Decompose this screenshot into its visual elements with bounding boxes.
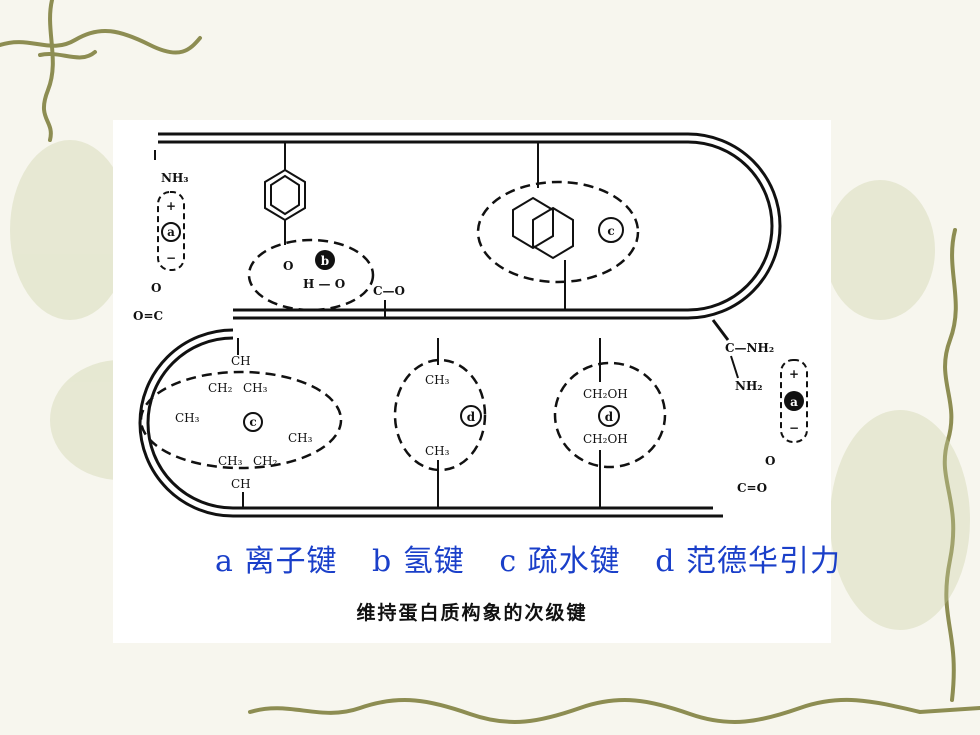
label-a-right: a [790,395,798,409]
atom-ch3-c: CH₃ [288,431,313,445]
atom-ch2oh-bottom: CH₂OH [583,432,628,446]
legend-d: d 范德华引力 [655,544,841,579]
atom-o-right: O [765,454,775,468]
label-d-right: d [605,410,614,424]
vdw-region-right [553,361,667,469]
stacked-benzene-icon [512,196,574,260]
atom-o: O [283,259,293,273]
atom-ch2-b: CH₂ [253,454,278,468]
figure-panel: b O H — O C—O c NH₃ + a − O=C O CH CH₂ C… [113,120,840,643]
charge-minus-right: − [789,421,799,435]
atom-o-left: O [151,281,161,295]
atom-c-nh2: C—NH₂ [725,341,774,355]
ionic-bond-region-right [780,359,808,443]
label-d-middle: d [467,410,476,424]
chain-upper-outer [158,132,782,320]
chain-lower-outer [138,328,723,518]
vdw-region-middle [393,358,487,472]
label-b-circle [315,250,335,270]
charge-minus-left: − [166,251,176,265]
hydrophobic-region-lower [139,370,343,470]
figure-caption: 维持蛋白质构象的次级键 [356,602,588,624]
chain-upper-inner [158,140,774,312]
atom-ch3-a: CH₃ [243,381,268,395]
legend-b: b 氢键 [372,544,465,579]
hydrophobic-region-upper [476,180,640,284]
label-c-upper: c [607,224,614,238]
atom-c-o: C—O [373,284,405,298]
atom-ch3-b: CH₃ [175,411,200,425]
atom-ch3-mid-top: CH₃ [425,373,450,387]
label-a-left: a [167,225,175,239]
atom-ch3-d: CH₃ [218,454,243,468]
atom-o-eq-c: O=C [133,309,163,323]
label-b: b [321,254,329,268]
legend-a: a 离子键 [215,544,338,579]
atom-ch-bottom: CH [231,477,251,491]
label-c-lower: c [249,415,256,429]
atom-c-eq-o: C=O [737,481,767,495]
chain-lower-inner [146,336,713,510]
atom-nh3: NH₃ [161,171,189,185]
atom-ch3-mid-bottom: CH₃ [425,444,450,458]
protein-secondary-bonds-diagram: b O H — O C—O c NH₃ + a − O=C O CH CH₂ C… [133,132,808,518]
phenol-ring-icon [264,168,306,245]
hydrogen-bond-region [247,238,375,312]
atom-h-o: H — O [303,277,345,291]
atom-ch-top: CH [231,354,251,368]
charge-plus-right: + [789,367,799,381]
atom-nh2: NH₂ [735,379,763,393]
atom-ch2-a: CH₂ [208,381,233,395]
atom-ch2oh-top: CH₂OH [583,387,628,401]
ionic-bond-region-left [157,191,185,271]
charge-plus-left: + [166,199,176,213]
bond-legend: a 离子键 b 氢键 c 疏水键 d 范德华引力 [93,536,963,580]
legend-c: c 疏水键 [499,544,621,579]
